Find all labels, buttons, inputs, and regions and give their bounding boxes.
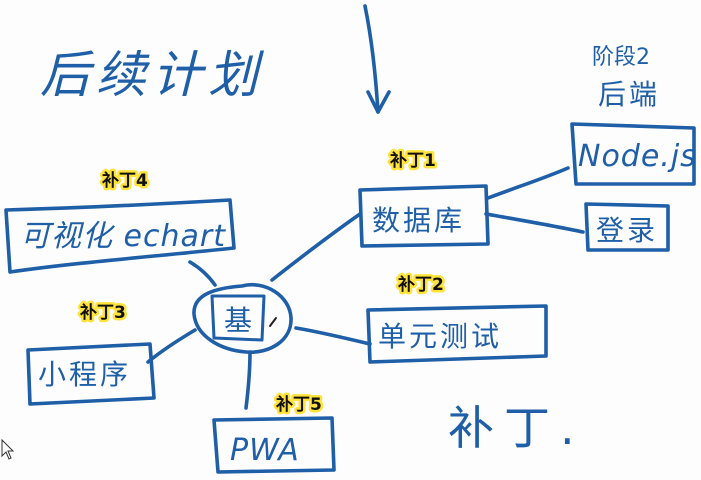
edge-center-unittest (294, 326, 372, 346)
login-node-label: 登录 (596, 214, 658, 247)
visual-node-label: 可视化 echart (20, 219, 226, 254)
pwa-node-label: PWA (230, 433, 300, 468)
mouse-cursor-icon (1, 438, 15, 460)
stage-note-line2: 后端 (598, 78, 660, 111)
center-node-inner-box (210, 294, 266, 342)
tag-patch3: 补丁3 (79, 302, 126, 323)
pen-tip-mark (269, 317, 277, 327)
patch-note: 补丁. (448, 401, 585, 455)
nodejs-node-box (570, 122, 696, 186)
tag-patch1: 补丁1 (389, 150, 436, 171)
miniprogram-node-box (26, 342, 156, 406)
nodejs-node-label: Node.js (578, 139, 697, 174)
edge-center-database (270, 212, 362, 282)
database-node-label: 数据库 (372, 204, 465, 237)
diagram-title: 后续计划 (40, 46, 265, 104)
unit-test-node-label: 单元测试 (378, 320, 502, 353)
tag-patch4: 补丁4 (101, 170, 148, 191)
pwa-node-box (212, 416, 336, 474)
login-node-box (584, 202, 670, 252)
unit-test-node-box (366, 304, 548, 364)
edge-center-miniprogram (146, 328, 197, 364)
visual-node-box (4, 198, 236, 274)
tag-patch5: 补丁5 (275, 394, 322, 415)
miniprogram-node-label: 小程序 (38, 358, 131, 391)
database-node-box (358, 184, 490, 248)
tag-patch2: 补丁2 (397, 274, 444, 295)
stage-note-line1: 阶段2 (592, 45, 650, 70)
edge-center-pwa (244, 350, 252, 410)
center-node-label: 基 (224, 304, 255, 337)
title-arrow-head (366, 90, 391, 114)
edge-center-visual (188, 260, 217, 287)
title-arrow-shaft (363, 4, 380, 114)
center-node-outline (192, 282, 293, 354)
edge-database-nodejs (486, 166, 570, 200)
edge-database-login (484, 212, 585, 234)
